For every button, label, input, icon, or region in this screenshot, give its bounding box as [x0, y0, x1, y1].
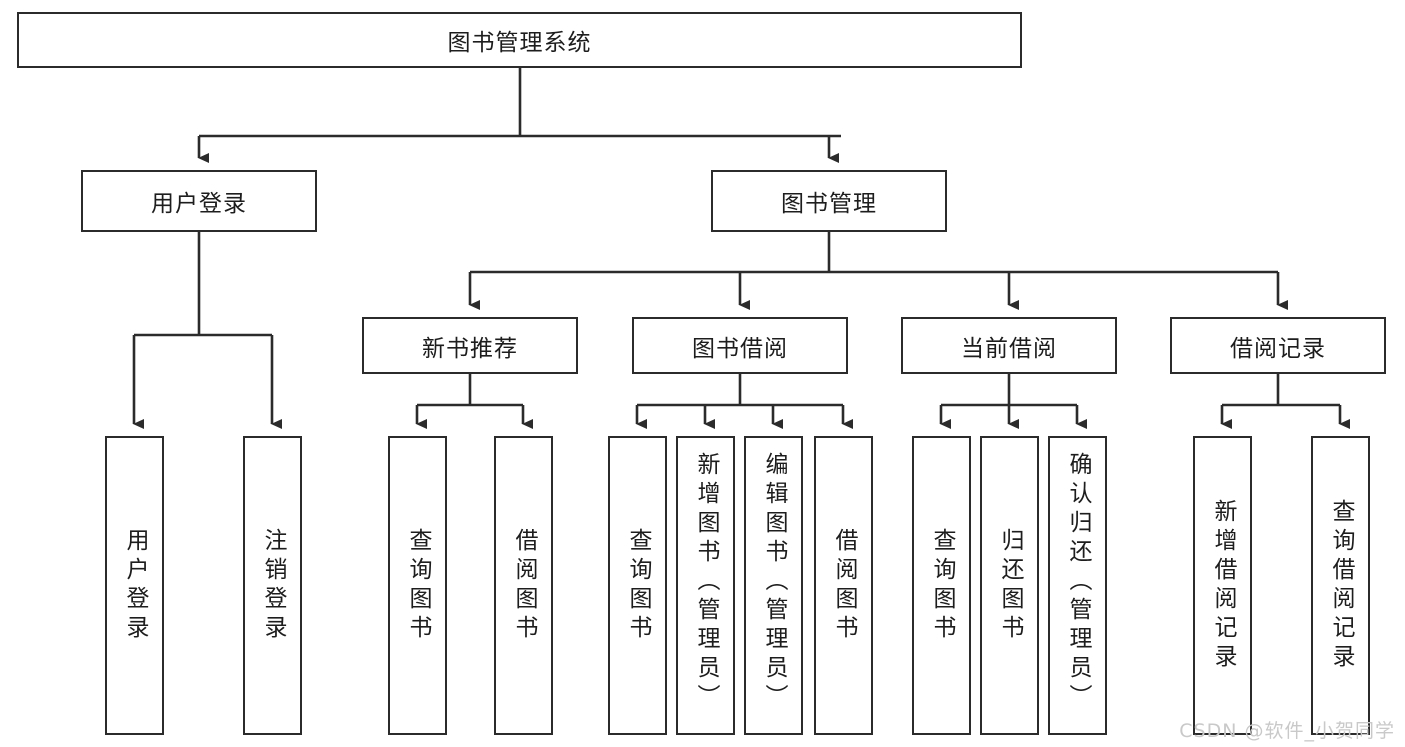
leaf-book-borrow-edit[interactable]: 编辑图书（管理员） [744, 436, 803, 735]
node-current-borrow-label: 当前借阅 [961, 335, 1057, 362]
node-root[interactable]: 图书管理系统 [17, 12, 1022, 68]
leaf-book-borrow-query[interactable]: 查询图书 [608, 436, 667, 735]
leaf-borrow-record-query[interactable]: 查询借阅记录 [1311, 436, 1370, 735]
leaf-borrow-record-add[interactable]: 新增借阅记录 [1193, 436, 1252, 735]
node-user-login-label: 用户登录 [151, 191, 247, 217]
leaf-label: 借阅图书 [511, 527, 537, 644]
leaf-current-borrow-return[interactable]: 归还图书 [980, 436, 1039, 735]
node-book-management[interactable]: 图书管理 [711, 170, 947, 232]
node-book-borrow-label: 图书借阅 [692, 335, 788, 362]
leaf-book-borrow-borrow[interactable]: 借阅图书 [814, 436, 873, 735]
leaf-user-login-logout[interactable]: 注销登录 [243, 436, 302, 735]
node-user-login[interactable]: 用户登录 [81, 170, 317, 232]
leaf-label: 借阅图书 [831, 527, 857, 644]
leaf-new-book-query[interactable]: 查询图书 [388, 436, 447, 735]
node-new-book-recommend-label: 新书推荐 [422, 335, 518, 362]
leaf-label: 用户登录 [122, 527, 148, 644]
leaf-label: 新增借阅记录 [1210, 498, 1236, 673]
leaf-book-borrow-add[interactable]: 新增图书（管理员） [676, 436, 735, 735]
node-borrow-record[interactable]: 借阅记录 [1170, 317, 1386, 374]
leaf-label: 新增图书（管理员） [693, 452, 719, 713]
leaf-label: 归还图书 [997, 527, 1023, 644]
node-book-management-label: 图书管理 [781, 191, 877, 217]
leaf-label: 查询图书 [625, 527, 651, 644]
node-new-book-recommend[interactable]: 新书推荐 [362, 317, 578, 374]
leaf-label: 编辑图书（管理员） [761, 452, 787, 713]
leaf-label: 查询图书 [405, 527, 431, 644]
node-current-borrow[interactable]: 当前借阅 [901, 317, 1117, 374]
leaf-current-borrow-confirm[interactable]: 确认归还（管理员） [1048, 436, 1107, 735]
leaf-user-login-login[interactable]: 用户登录 [105, 436, 164, 735]
leaf-current-borrow-query[interactable]: 查询图书 [912, 436, 971, 735]
leaf-label: 查询借阅记录 [1328, 498, 1354, 673]
leaf-new-book-borrow[interactable]: 借阅图书 [494, 436, 553, 735]
node-root-label: 图书管理系统 [447, 30, 592, 56]
node-borrow-record-label: 借阅记录 [1230, 335, 1326, 362]
leaf-label: 确认归还（管理员） [1065, 452, 1091, 713]
leaf-label: 查询图书 [929, 527, 955, 644]
node-book-borrow[interactable]: 图书借阅 [632, 317, 848, 374]
leaf-label: 注销登录 [260, 527, 286, 644]
